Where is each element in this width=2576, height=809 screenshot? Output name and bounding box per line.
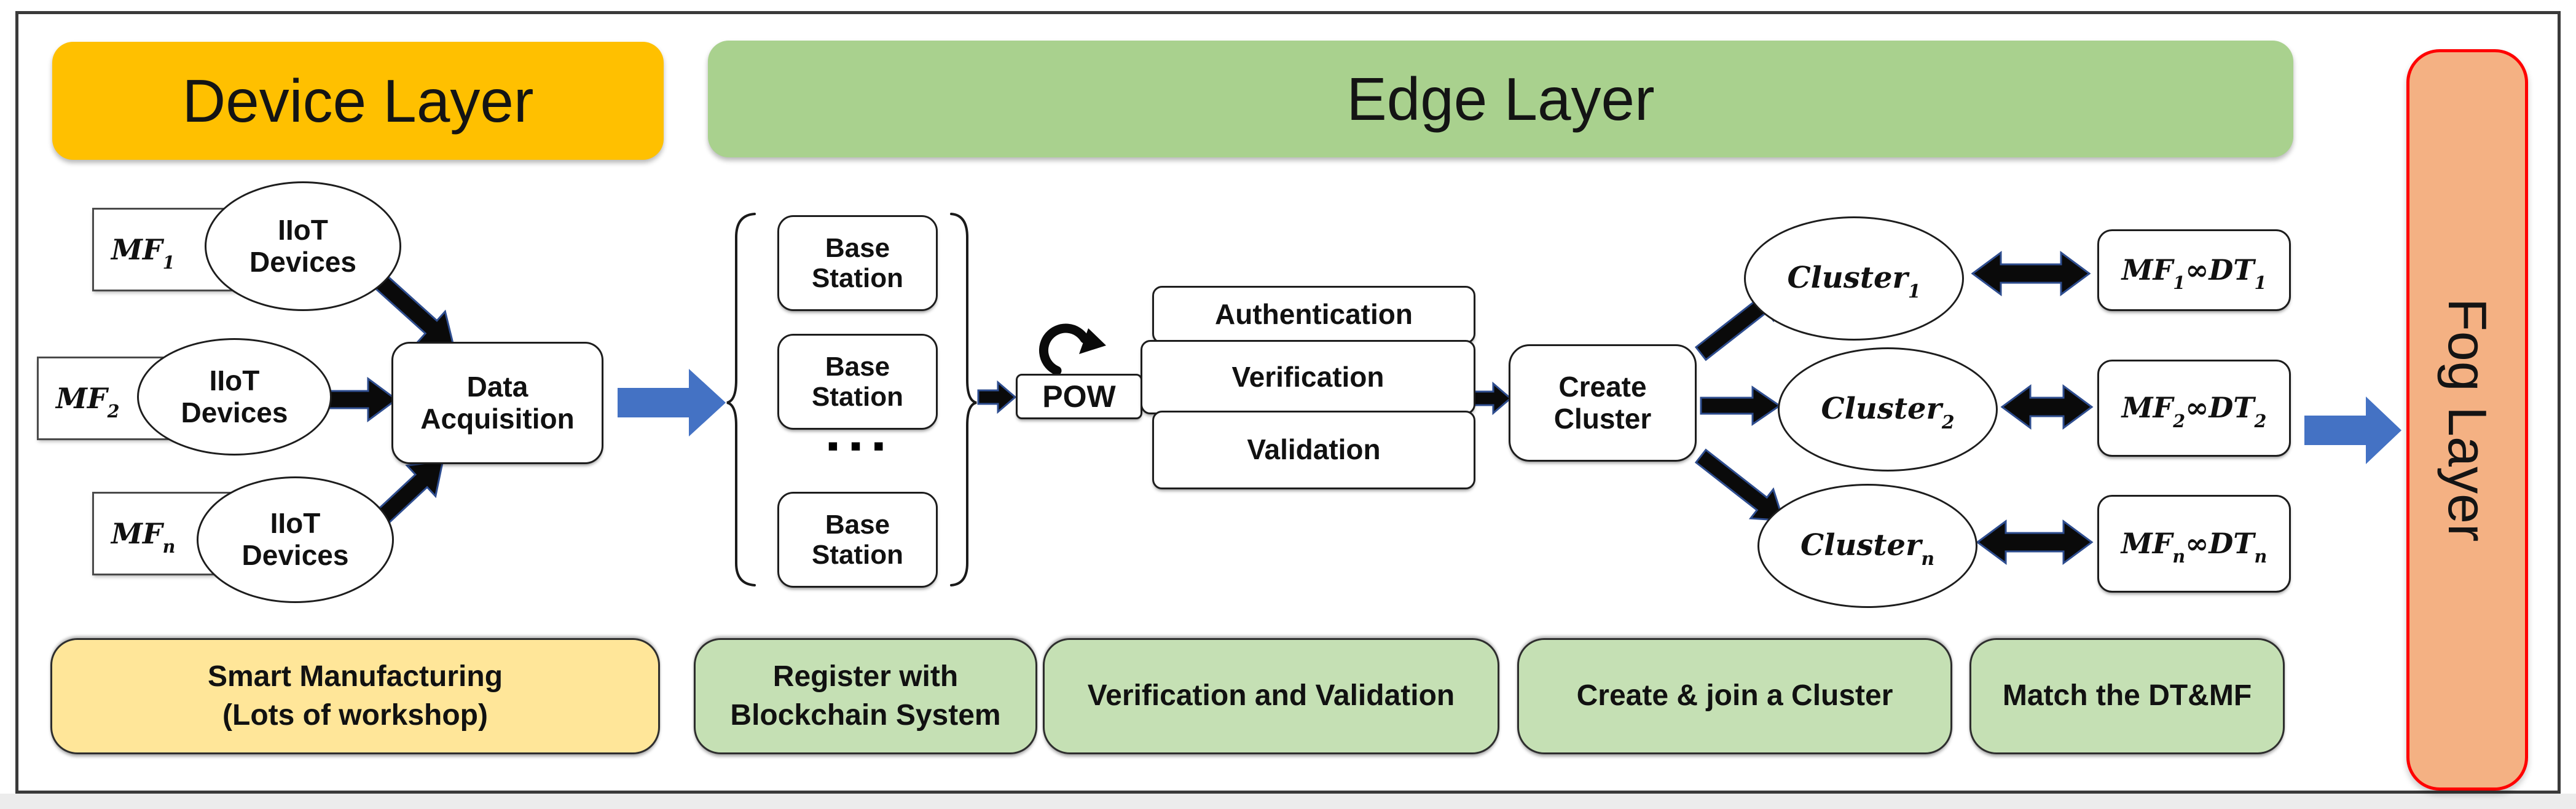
match-mf1-dt1-label: MF1∞DT1 [2121, 253, 2267, 294]
base-station-ellipsis: ▪▪▪ [827, 427, 896, 464]
iiot-devices-n: IIoT Devices [197, 476, 394, 603]
bottom-verification-validation: Verification and Validation [1043, 638, 1499, 754]
authentication-node: Authentication [1152, 286, 1475, 344]
device-layer-title: Device Layer [182, 66, 534, 135]
bottom-margin-strip [0, 794, 2576, 809]
edge-layer-header: Edge Layer [708, 41, 2293, 157]
base-station-2: Base Station [777, 334, 938, 430]
cluster-n: Clustern [1757, 484, 1977, 608]
create-cluster-node: Create Cluster [1509, 344, 1697, 462]
bottom-create-join-cluster: Create & join a Cluster [1517, 638, 1952, 754]
base-station-3: Base Station [777, 492, 938, 588]
base-station-group-right-brace [950, 213, 977, 586]
cluster-1: Cluster1 [1744, 216, 1964, 341]
device-layer-header: Device Layer [52, 42, 664, 160]
double-arrow-cluster1-match1 [1971, 251, 2091, 296]
mf-tag-1-label: MF1 [111, 233, 175, 274]
match-mfn-dtn: MFn∞DTn [2097, 495, 2291, 593]
iiot-devices-2: IIoT Devices [137, 338, 332, 456]
bottom-match-dt-mf: Match the DT&MF [1969, 638, 2285, 754]
verification-node: Verification [1141, 340, 1475, 414]
arrow-iiot2-to-data-acquisition [324, 377, 398, 422]
iiot-devices-1: IIoT Devices [205, 181, 401, 311]
cluster-1-label: Cluster1 [1787, 261, 1921, 303]
match-mf2-dt2-label: MF2∞DT2 [2121, 391, 2267, 432]
bottom-smart-manufacturing: Smart Manufacturing (Lots of workshop) [50, 638, 660, 754]
arrow-data-acquisition-to-edge [618, 369, 726, 436]
double-arrow-cluster2-match2 [2000, 384, 2094, 430]
edge-layer-title: Edge Layer [1346, 65, 1655, 133]
match-mf1-dt1: MF1∞DT1 [2097, 229, 2291, 311]
base-station-1: Base Station [777, 215, 938, 311]
bottom-register-blockchain: Register with Blockchain System [694, 638, 1037, 754]
fog-layer-title: Fog Layer [2437, 298, 2498, 542]
fog-layer-panel: Fog Layer [2406, 49, 2528, 791]
match-mf2-dt2: MF2∞DT2 [2097, 360, 2291, 457]
arrow-verification-to-create-cluster [1471, 381, 1512, 416]
data-acquisition-node: Data Acquisition [391, 342, 603, 464]
validation-node: Validation [1152, 411, 1475, 489]
cluster-2: Cluster2 [1778, 347, 1998, 472]
pow-node: POW [1016, 374, 1142, 419]
mf-tag-2-label: MF2 [56, 382, 120, 422]
arrow-basestations-to-pow [977, 380, 1017, 414]
pow-cycle-icon [1039, 323, 1106, 376]
double-arrow-clustern-match3 [1976, 519, 2094, 565]
match-mfn-dtn-label: MFn∞DTn [2121, 526, 2268, 567]
cluster-2-label: Cluster2 [1821, 392, 1955, 434]
arrow-create-cluster-to-cluster2 [1700, 385, 1781, 426]
base-station-group-left-brace [726, 213, 756, 586]
cluster-n-label: Clustern [1800, 528, 1934, 570]
mf-tag-n-label: MFn [111, 517, 176, 558]
arrow-edge-to-fog [2304, 397, 2401, 464]
